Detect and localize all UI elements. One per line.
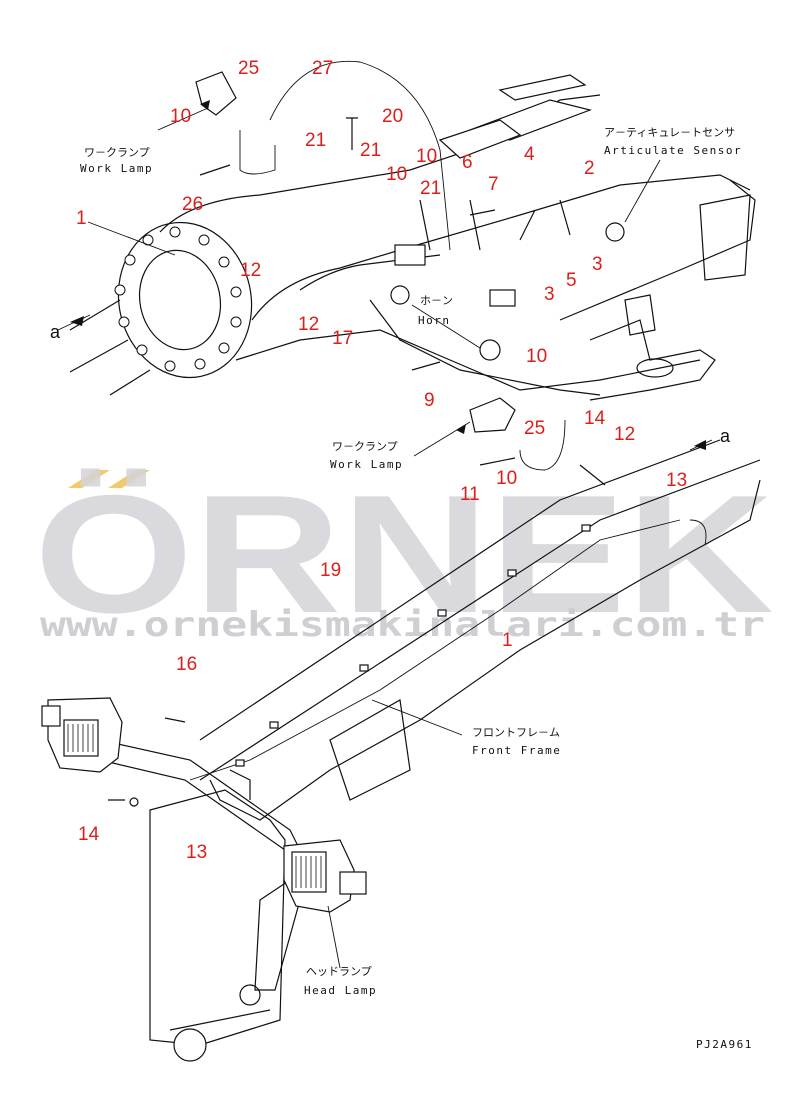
view-marker-left: a [50,322,61,342]
callout-number: 11 [460,484,480,505]
callout-number: 21 [420,178,441,199]
callout-number: 19 [320,560,341,581]
callout-number: 6 [462,152,473,173]
callout-number: 10 [496,468,517,489]
callout-number: 2 [584,158,595,179]
work-lamp-mid-icon [469,397,516,433]
callout-number: 7 [488,174,499,195]
articulate-sensor-label-en: Articulate Sensor [604,144,742,157]
work-lamp-mid-label-en: Work Lamp [330,458,403,471]
watermark-umlaut-mark [108,470,150,488]
rear-frame-drawing [69,60,756,486]
callout-number: 21 [360,140,381,161]
part-labels: ワ－クランプ Work Lamp ア－ティキュレ－トセンサ Articulate… [50,126,753,1051]
work-lamp-mid-label-jp: ワ－クランプ [332,440,398,453]
work-lamp-top-label-jp: ワ－クランプ [84,146,150,159]
view-marker-right: a [720,426,731,446]
head-lamp-label-jp: ヘッドランプ [306,965,372,978]
callout-number: 14 [78,824,100,845]
watermark-url: www.ornekismakinalari.com.tr [40,605,765,645]
front-frame-label-jp: フロントフレ－ム [472,726,560,739]
articulate-sensor-icon [605,222,625,242]
callout-number: 10 [170,106,191,127]
callout-number: 1 [502,630,513,651]
callout-number: 25 [238,58,259,79]
callout-number: 4 [524,144,535,165]
watermark: ÖRNEK www.ornekismakinalari.com.tr [34,460,774,648]
callout-number: 25 [524,418,545,439]
watermark-umlaut-mark [68,470,110,488]
callout-number: 3 [592,254,603,275]
callout-number: 12 [298,314,319,335]
articulate-sensor-label-jp: ア－ティキュレ－トセンサ [604,126,735,139]
callout-number: 14 [584,408,606,429]
callout-number: 10 [386,164,407,185]
callout-number: 12 [240,260,261,281]
horn-label-jp: ホ－ン [420,294,453,307]
callout-number: 3 [544,284,555,305]
front-frame-drawing [41,439,761,1062]
work-lamp-top-icon [195,71,237,116]
callout-numbers: 25 27 10 20 21 21 10 6 4 2 10 7 21 1 26 … [76,58,687,863]
callout-number: 10 [416,146,437,167]
callout-number: 5 [566,270,577,291]
view-arrows [70,100,706,450]
callout-number: 10 [526,346,547,367]
flange-bolt-holes [114,226,242,372]
callout-number: 16 [176,654,197,675]
head-lamp-left-icon [41,697,123,773]
axle-flange-inner [138,249,222,351]
work-lamp-top-label-en: Work Lamp [80,162,153,175]
watermark-brand: ÖRNEK [34,460,774,648]
callout-number: 21 [305,130,326,151]
head-lamp-right-icon [283,839,367,913]
head-lamp-label-en: Head Lamp [304,984,377,997]
callout-number: 9 [424,390,435,411]
callout-number: 20 [382,106,403,127]
drawing-code: PJ2A961 [696,1038,753,1051]
callout-number: 27 [312,58,333,79]
callout-number: 13 [666,470,687,491]
front-frame-label-en: Front Frame [472,744,561,757]
bolt-icons [199,117,606,486]
horn-icon [390,285,410,305]
callout-number: 17 [332,328,353,349]
callout-number: 26 [182,194,203,215]
callout-number: 1 [76,208,87,229]
callout-number: 12 [614,424,635,445]
callout-number: 13 [186,842,207,863]
horn-label-en: Horn [418,314,451,327]
